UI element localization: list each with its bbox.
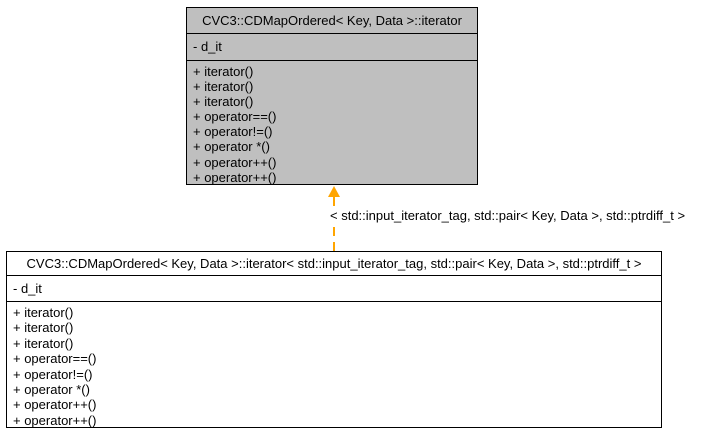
method-row: + operator==(): [13, 351, 97, 367]
method-row: + operator++(): [13, 412, 97, 428]
method-row: + operator++(): [13, 397, 97, 413]
method-row: + operator++(): [193, 169, 277, 185]
attribute-row: - d_it: [193, 39, 222, 54]
method-row: + iterator(): [193, 94, 254, 110]
methods-compartment: + iterator() + iterator() + iterator() +…: [187, 61, 477, 185]
method-row: + iterator(): [193, 64, 254, 79]
method-row: + iterator(): [13, 305, 74, 320]
class-title: CVC3::CDMapOrdered< Key, Data >::iterato…: [187, 8, 477, 34]
method-row: + operator *(): [13, 382, 90, 398]
attributes-compartment: - d_it: [7, 276, 661, 302]
class-node-iterator-instantiation[interactable]: CVC3::CDMapOrdered< Key, Data >::iterato…: [6, 251, 662, 428]
method-row: + operator++(): [193, 154, 277, 170]
method-row: + operator==(): [193, 109, 277, 125]
method-row: + operator *(): [193, 139, 270, 155]
attribute-row: - d_it: [13, 281, 42, 296]
method-row: + operator!=(): [193, 124, 273, 140]
method-row: + iterator(): [13, 335, 74, 351]
class-title: CVC3::CDMapOrdered< Key, Data >::iterato…: [7, 252, 661, 276]
template-instantiation-dashed-line: [333, 197, 335, 251]
class-node-iterator-template[interactable]: CVC3::CDMapOrdered< Key, Data >::iterato…: [186, 7, 478, 185]
method-row: + operator!=(): [13, 366, 93, 382]
method-row: + iterator(): [13, 320, 74, 336]
template-arguments-label: < std::input_iterator_tag, std::pair< Ke…: [328, 208, 686, 223]
template-instantiation-arrowhead-icon: [328, 186, 340, 197]
attributes-compartment: - d_it: [187, 34, 477, 61]
method-row: + iterator(): [193, 79, 254, 95]
methods-compartment: + iterator() + iterator() + iterator() +…: [7, 302, 661, 428]
